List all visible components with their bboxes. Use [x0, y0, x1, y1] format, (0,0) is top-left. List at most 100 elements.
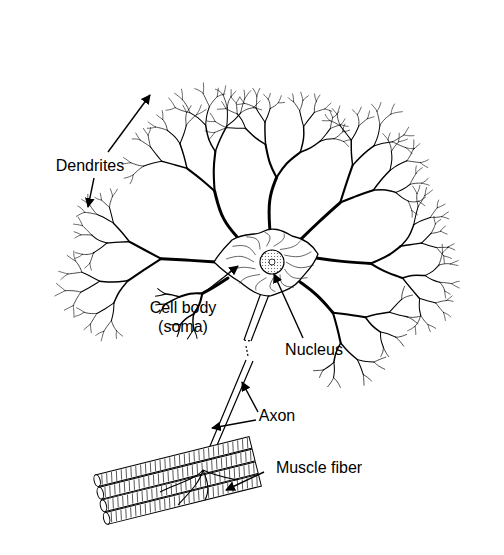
dendrite-branch — [444, 291, 446, 298]
cytoplasm-strand — [256, 278, 267, 291]
dendrite-branch — [334, 139, 343, 142]
dendrite-branch — [323, 362, 334, 370]
dendrite-branch — [74, 232, 81, 235]
dendrite-branch — [175, 93, 183, 99]
dendrite-branch — [389, 299, 401, 312]
dendrite-branch — [101, 200, 109, 207]
dendrite-branch — [443, 246, 449, 252]
dendrite-branch — [436, 301, 446, 303]
dendrite-branch — [227, 127, 246, 129]
dendrite-branch — [414, 217, 431, 224]
dendrite-branch — [217, 108, 226, 110]
dendrite-branch — [391, 104, 394, 114]
dendrite-branch — [448, 247, 455, 250]
dendrite-branch — [209, 97, 217, 107]
dendrite-branch — [256, 108, 265, 122]
dendrite-branch — [90, 253, 93, 263]
axon-terminal — [160, 470, 238, 505]
dendrite-branch — [85, 263, 90, 268]
dendrite-branch — [422, 178, 429, 183]
dendrite-branch — [418, 195, 425, 206]
dendrite-branch — [226, 109, 237, 114]
dendrite-branch — [81, 281, 100, 292]
dendrite-branch — [315, 94, 317, 101]
dendrite-branch — [231, 90, 232, 97]
dendrite-branch — [244, 91, 250, 100]
dendrite-branch — [437, 204, 445, 208]
dendrite-branch — [322, 120, 330, 121]
dendrite-branch — [404, 134, 414, 136]
dendrite-branch — [396, 334, 407, 337]
dendrite-branch — [73, 306, 75, 318]
dendrite-branch — [246, 128, 266, 144]
dendrite-branch — [340, 165, 352, 202]
dendrite-branch — [422, 183, 430, 185]
dendrite-branch — [300, 111, 304, 127]
cytoplasm-strand — [226, 256, 254, 262]
dendrite-branch — [357, 359, 363, 374]
dendrite-branch — [357, 359, 374, 362]
dendrite-branch — [413, 186, 417, 193]
dendrite-branch — [90, 324, 92, 333]
dendrite-branch — [320, 370, 324, 377]
dendrite-branch — [371, 263, 403, 278]
dendrite-branch — [268, 99, 270, 108]
dendrite-branch — [303, 96, 308, 101]
dendrite-branch — [337, 106, 340, 114]
dendrite-branch — [320, 139, 334, 142]
dendrite-branch — [59, 271, 68, 274]
dendrite-branch — [334, 132, 342, 139]
dendrite-branch — [240, 97, 245, 103]
dendrite-branch — [269, 177, 277, 232]
dendrite-branch — [332, 108, 337, 114]
dendrite-branch — [97, 303, 114, 314]
dendrite-branch — [371, 104, 376, 111]
dendrite-branch — [236, 97, 239, 103]
dendrite-branch — [223, 86, 225, 95]
dendrite-branch — [124, 158, 131, 163]
dendrite-branch — [389, 312, 407, 317]
dendrite-branch — [446, 296, 452, 301]
dendrite-branch — [408, 316, 421, 317]
dendrite-branch — [300, 100, 303, 110]
dendrite-branch — [203, 83, 205, 93]
dendrite-branch — [340, 126, 351, 140]
dendrite-branch — [439, 264, 451, 265]
dendrite-branch — [444, 256, 452, 259]
dendrite-branch — [425, 190, 433, 195]
dendrite-branch — [374, 125, 380, 146]
dendrite-branch — [231, 91, 236, 97]
dendrite-branch — [75, 254, 82, 258]
dendrite-branch — [381, 332, 396, 337]
cytoplasm-strand — [286, 262, 314, 268]
part-label: Axon — [252, 406, 302, 425]
dendrite-branch — [265, 108, 270, 122]
dendrite-branch — [100, 193, 101, 200]
dendrite-branch — [227, 97, 231, 108]
dendrite-branch — [437, 200, 438, 208]
dendrite-branch — [450, 264, 457, 266]
dendrite-branch — [75, 235, 81, 238]
dendrite-branch — [402, 295, 413, 299]
cytoplasm-strand — [265, 232, 271, 246]
dendrite-branch — [407, 149, 413, 161]
dendrite-branch — [65, 291, 81, 293]
dendrite-branch — [196, 105, 201, 115]
dendrite-branch — [100, 281, 128, 282]
dendrite-branch — [430, 208, 437, 218]
dendrite-branch — [215, 191, 240, 240]
dendrite-branch — [435, 220, 440, 224]
dendrite-branch — [353, 146, 374, 165]
dendrite-branch — [396, 184, 410, 192]
dendrite-branch — [398, 133, 400, 142]
dendrite-branch — [441, 226, 446, 231]
dendrite-branch — [367, 111, 369, 119]
cytoplasm-strand — [270, 278, 276, 292]
dendrite-branch — [381, 332, 384, 347]
dendrite-branch — [158, 289, 166, 294]
dendrite-branch — [371, 246, 401, 263]
cytoplasm-strand — [280, 275, 294, 288]
dendrite-branch — [166, 108, 175, 111]
dendrite-branch — [408, 201, 411, 210]
